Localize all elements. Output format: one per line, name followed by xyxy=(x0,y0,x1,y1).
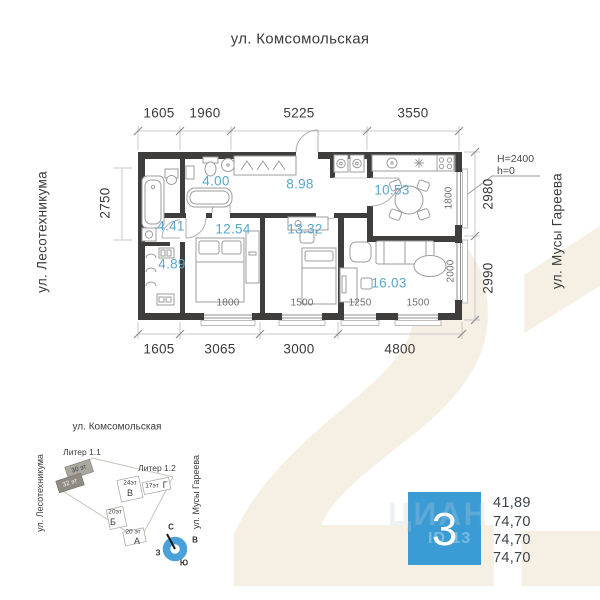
dim-window-b4: 1500 xyxy=(406,297,430,309)
site-plan-graphics xyxy=(55,457,188,562)
room-area-kitchen: 10.53 xyxy=(374,182,410,198)
watermark-brand: ЦИАН xyxy=(388,496,489,532)
compass-south-label: Ю xyxy=(179,558,189,568)
dim-right-2980: 2980 xyxy=(480,178,496,210)
dim-window-b2: 1500 xyxy=(290,297,314,309)
flat-number-badge: 3 xyxy=(408,492,481,565)
site-street-top: ул. Комсомольская xyxy=(72,421,162,433)
dim-bottom-3: 3000 xyxy=(283,341,315,357)
site-building-v-floors: 24эт xyxy=(123,479,137,487)
site-building-g-floors: 17эт xyxy=(145,482,159,490)
room-area-hall: 8.98 xyxy=(286,176,314,192)
legend-area-3: 74,70 xyxy=(493,532,531,548)
room-area-bath-small: 4.00 xyxy=(202,173,230,189)
room-area-bedroom: 12.54 xyxy=(215,221,251,237)
room-area-living: 16.03 xyxy=(371,275,407,291)
dim-window-kitchen: 1800 xyxy=(443,186,455,210)
dimension-lines xyxy=(114,126,480,339)
dim-top-1: 1605 xyxy=(143,105,175,121)
room-area-room2: 13.32 xyxy=(287,221,323,237)
compass-north-label: С xyxy=(168,522,174,532)
legend-area-4: 74,70 xyxy=(493,550,531,566)
street-top: ул. Комсомольская xyxy=(230,30,370,48)
dim-top-3: 5225 xyxy=(283,105,315,121)
dim-right-2990: 2990 xyxy=(480,262,496,294)
building-b xyxy=(105,505,128,530)
street-left: ул. Лесотехникума xyxy=(34,171,50,293)
dimension-ticks xyxy=(133,126,480,339)
watermark-id: ID 13 xyxy=(428,530,472,547)
room-area-bath-large: 4.41 xyxy=(157,218,185,234)
dim-window-living: 2000 xyxy=(445,259,457,283)
site-street-right: ул. Мусы Гареева xyxy=(191,454,201,530)
legend-area-2: 74,70 xyxy=(493,514,531,530)
site-building-b-letter: Б xyxy=(110,517,116,527)
legend-area-1: 41,89 xyxy=(493,495,531,511)
dim-top-4: 3550 xyxy=(397,105,429,121)
compass-icon xyxy=(162,533,188,562)
site-building-a-floors: 20 эт xyxy=(125,528,141,536)
compass-west-label: З xyxy=(155,548,161,558)
dim-window-b3: 1250 xyxy=(348,297,372,309)
dim-bottom-2: 3065 xyxy=(204,341,236,357)
dim-top-2: 1960 xyxy=(189,105,221,121)
dim-window-b1: 1800 xyxy=(216,297,240,309)
site-street-left: ул. Лесотехникума xyxy=(35,454,45,532)
dim-bottom-4: 4800 xyxy=(384,341,416,357)
compass-east-label: В xyxy=(192,535,198,545)
building-a xyxy=(122,527,147,547)
site-liter-2: Литер 1.2 xyxy=(138,463,176,473)
street-right: ул. Мусы Гареева xyxy=(549,173,565,289)
dim-left-2750: 2750 xyxy=(97,187,113,219)
room-area-closet: 4.89 xyxy=(158,256,186,272)
furniture xyxy=(141,154,456,306)
windows xyxy=(200,168,468,326)
dim-bottom-1: 1605 xyxy=(143,341,175,357)
building-g xyxy=(141,476,172,496)
site-liter-1: Литер 1.1 xyxy=(63,447,101,457)
height-note-line1: H=2400 xyxy=(497,153,535,165)
building-32 xyxy=(55,472,85,494)
site-building-a-letter: А xyxy=(133,536,141,546)
flat-number: 3 xyxy=(431,502,458,555)
site-building-g-letter: Г xyxy=(162,480,168,490)
building-v xyxy=(116,475,144,503)
site-building-b-floors: 20эт xyxy=(108,508,122,516)
height-note-leader xyxy=(467,175,540,195)
height-note-line2: h=0 xyxy=(497,165,515,177)
site-building-v-letter: В xyxy=(126,488,134,498)
